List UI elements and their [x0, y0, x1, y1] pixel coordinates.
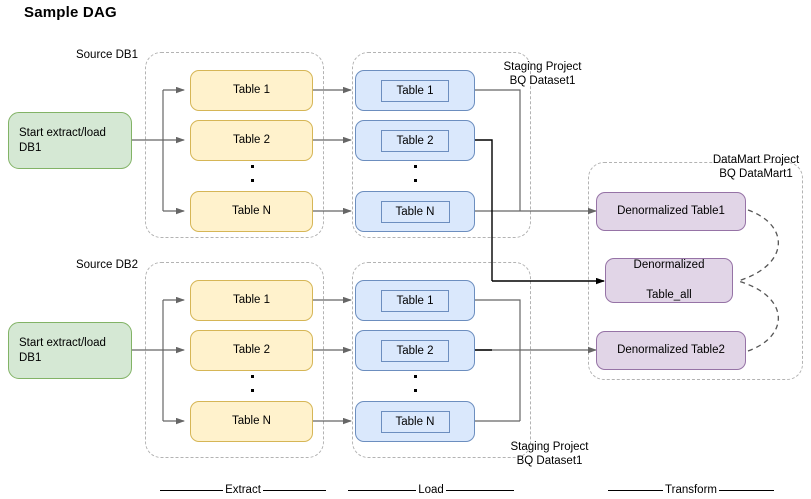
- load-db2-table-1[interactable]: Table 1: [355, 280, 475, 321]
- extract-group-db2: [145, 262, 324, 458]
- load-db2-table-n-label: Table N: [380, 410, 450, 433]
- phase-transform-line-right: [719, 489, 775, 491]
- phase-extract-label: Extract: [225, 484, 261, 496]
- load-db1-table-2-label: Table 2: [381, 129, 449, 152]
- extract-db1-ellipsis: [242, 165, 262, 193]
- source-label-db1: Source DB1: [75, 49, 138, 61]
- phase-load-line-left: [348, 489, 417, 491]
- extract-db2-table-n[interactable]: Table N: [190, 401, 313, 442]
- extract-db1-table-2[interactable]: Table 2: [190, 120, 313, 161]
- extract-db2-ellipsis: [242, 375, 262, 403]
- load-db1-caption: Staging Project BQ Dataset1: [503, 61, 582, 87]
- extract-db2-table-1[interactable]: Table 1: [190, 280, 313, 321]
- load-db2-table-2-label: Table 2: [381, 339, 449, 362]
- load-db1-table-1-label: Table 1: [381, 79, 449, 102]
- phase-extract-line-left: [160, 489, 224, 491]
- phase-extract: Extract: [160, 484, 327, 496]
- load-group-db2: [352, 262, 531, 458]
- load-db1-ellipsis: [405, 165, 425, 193]
- load-db1-table-1[interactable]: Table 1: [355, 70, 475, 111]
- load-db2-table-1-label: Table 1: [381, 289, 449, 312]
- load-db2-ellipsis: [405, 375, 425, 403]
- source-label-db2: Source DB2: [75, 259, 138, 271]
- denormalized-table-2[interactable]: Denormalized Table2: [596, 331, 746, 370]
- start-node-db1[interactable]: Start extract/load DB1: [8, 112, 132, 169]
- phase-extract-line-right: [262, 489, 327, 491]
- extract-db2-table-2[interactable]: Table 2: [190, 330, 313, 371]
- load-db1-table-2[interactable]: Table 2: [355, 120, 475, 161]
- load-db2-table-n[interactable]: Table N: [355, 401, 475, 442]
- start-node-db2[interactable]: Start extract/load DB1: [8, 322, 132, 379]
- datamart-caption: DataMart Project BQ DataMart1: [712, 154, 800, 180]
- load-db1-table-n[interactable]: Table N: [355, 191, 475, 232]
- load-db2-table-2[interactable]: Table 2: [355, 330, 475, 371]
- page-title: Sample DAG: [24, 4, 117, 21]
- load-db2-caption: Staging Project BQ Dataset1: [510, 441, 589, 467]
- phase-load: Load: [348, 484, 514, 496]
- phase-transform-line-left: [608, 489, 664, 491]
- phase-transform: Transform: [608, 484, 775, 496]
- phase-load-line-right: [445, 489, 514, 491]
- transform-group-datamart: [588, 162, 803, 380]
- phase-load-label: Load: [418, 484, 444, 496]
- load-group-db1: [352, 52, 531, 238]
- denormalized-table-1[interactable]: Denormalized Table1: [596, 192, 746, 231]
- denormalized-table-all[interactable]: Denormalized Table_all: [605, 258, 733, 303]
- phase-transform-label: Transform: [665, 484, 717, 496]
- extract-db1-table-n[interactable]: Table N: [190, 191, 313, 232]
- extract-db1-table-1[interactable]: Table 1: [190, 70, 313, 111]
- load-db1-table-n-label: Table N: [380, 200, 450, 223]
- extract-group-db1: [145, 52, 324, 238]
